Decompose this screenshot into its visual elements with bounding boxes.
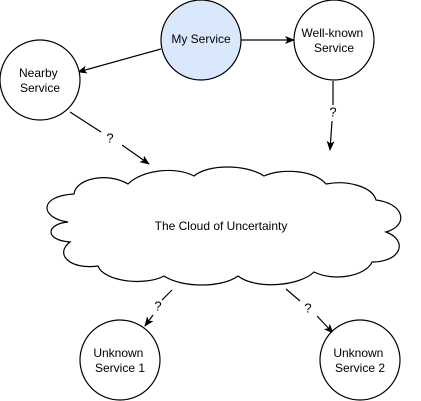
edge-label-wellknown-cloud: ? xyxy=(329,104,336,119)
node-unknown-service-2-label: Unknown Service 2 xyxy=(333,346,386,375)
node-unknown-service-1-label: Unknown Service 1 xyxy=(93,346,146,375)
edge-nearby-to-cloud-a xyxy=(69,111,102,133)
cloud-of-uncertainty: The Cloud of Uncertainty xyxy=(46,166,402,286)
node-nearby-service-label-line2: Service xyxy=(20,81,60,95)
edge-cloud-to-unknown2-a xyxy=(285,288,301,302)
node-well-known-service: Well-known Service xyxy=(293,0,375,81)
edge-nearby-to-cloud-b xyxy=(121,144,150,165)
node-nearby-service-label: Nearby Service xyxy=(19,66,61,95)
edge-label-nearby-cloud: ? xyxy=(106,130,113,145)
node-well-known-service-label-line2: Service xyxy=(314,41,354,55)
node-well-known-service-label-line1: Well-known xyxy=(301,26,363,40)
edge-cloud-to-unknown1-a xyxy=(161,289,173,301)
node-my-service-circle xyxy=(160,0,242,81)
node-nearby-service-circle xyxy=(0,39,81,121)
node-unknown-service-2-label-line2: Service 2 xyxy=(335,361,385,375)
edge-label-cloud-unknown2: ? xyxy=(304,300,311,315)
edge-label-cloud-unknown1: ? xyxy=(154,298,161,313)
node-well-known-service-label: Well-known Service xyxy=(301,26,366,55)
node-nearby-service-label-line1: Nearby xyxy=(19,66,58,80)
edge-cloud-to-unknown2-b xyxy=(316,315,334,334)
edge-my-to-nearby xyxy=(77,48,162,74)
node-unknown-service-1-circle xyxy=(79,319,161,401)
cloud-shape xyxy=(46,166,402,286)
node-unknown-service-2-circle xyxy=(319,319,401,401)
node-my-service: My Service xyxy=(160,0,242,81)
node-unknown-service-2: Unknown Service 2 xyxy=(319,319,401,401)
node-my-service-label: My Service xyxy=(171,32,231,46)
node-nearby-service: Nearby Service xyxy=(0,39,81,121)
edges: ? ? ? ? xyxy=(69,36,337,334)
node-unknown-service-2-label-line1: Unknown xyxy=(333,346,383,360)
node-unknown-service-1: Unknown Service 1 xyxy=(79,319,161,401)
edge-cloud-to-unknown1-b xyxy=(144,314,154,327)
edge-wellknown-to-cloud-b xyxy=(326,120,335,151)
node-well-known-service-circle xyxy=(293,0,375,81)
node-unknown-service-1-label-line2: Service 1 xyxy=(95,361,145,375)
cloud-label: The Cloud of Uncertainty xyxy=(155,219,288,233)
node-unknown-service-1-label-line1: Unknown xyxy=(93,346,143,360)
